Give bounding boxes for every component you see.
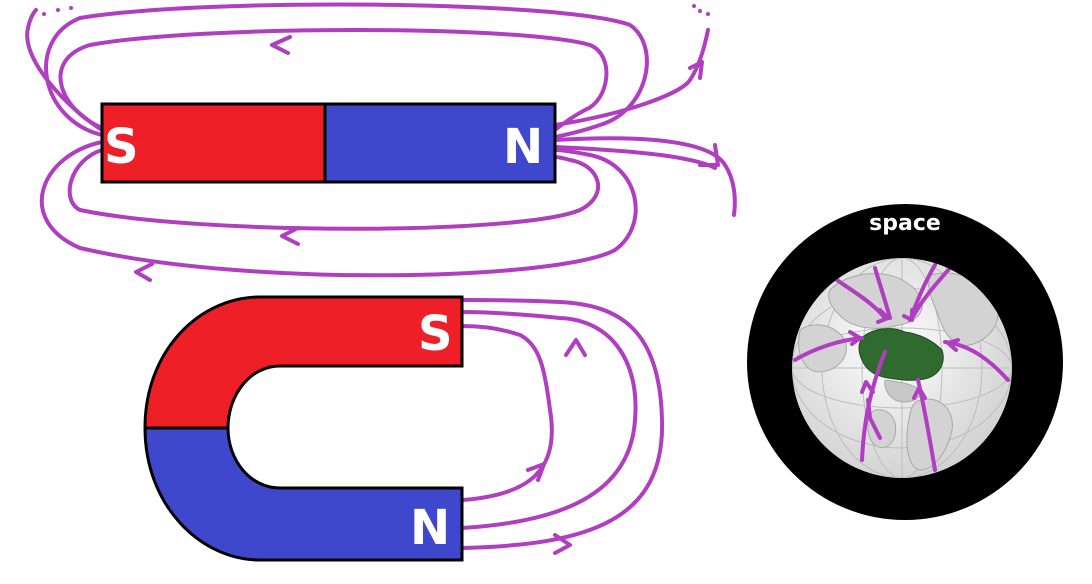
horseshoe-north-arm xyxy=(143,426,464,562)
horseshoe-magnet: S N xyxy=(143,295,464,562)
earth-diagram: space xyxy=(747,204,1063,520)
space-label: space xyxy=(869,211,941,236)
continuation-dots xyxy=(42,4,710,16)
arrow-head xyxy=(564,338,587,357)
arrow-head xyxy=(698,143,720,167)
arrow-head xyxy=(553,533,572,555)
arrow-head xyxy=(280,226,300,246)
bar-magnet-south-half xyxy=(100,102,327,184)
bar-magnet-north-half xyxy=(323,102,557,184)
field-line xyxy=(67,148,601,231)
horseshoe-field-lines xyxy=(460,298,665,555)
horseshoe-south-arm xyxy=(143,295,464,430)
bar-magnet-north-label: N xyxy=(503,119,543,175)
bar-magnet-field-lines xyxy=(25,2,737,282)
arrow-head xyxy=(526,462,546,482)
field-line xyxy=(58,28,609,132)
arrow-head xyxy=(688,60,704,80)
field-line xyxy=(460,324,554,502)
field-line xyxy=(553,145,717,170)
arrow-head xyxy=(134,262,154,282)
bar-magnet: S N xyxy=(100,102,557,184)
field-line xyxy=(460,298,665,550)
field-line xyxy=(25,8,104,132)
bar-magnet-south-label: S xyxy=(104,119,139,175)
horseshoe-north-label: N xyxy=(410,500,450,556)
arrow-head xyxy=(270,35,292,55)
earth-globe xyxy=(792,258,1012,478)
field-line xyxy=(553,28,710,127)
horseshoe-south-label: S xyxy=(418,306,453,362)
field-line xyxy=(460,310,638,530)
field-line xyxy=(44,2,649,139)
field-line xyxy=(39,140,638,278)
